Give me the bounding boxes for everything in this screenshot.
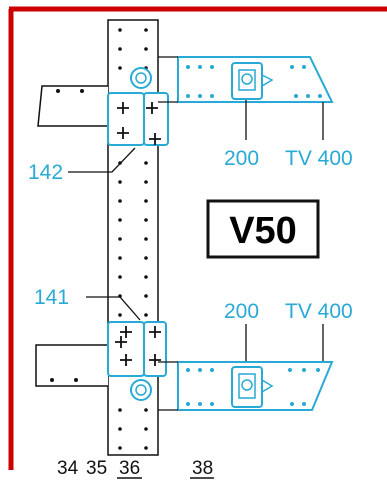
top-tv-bracket-holes [186,65,322,98]
post-hole [144,161,148,165]
post-hole [118,408,122,412]
top-tv-adapter-arrow [261,74,274,87]
hole-number-34: 34 [57,458,79,479]
bottom-round-clamp-inner [135,384,147,396]
post-hole [118,237,122,241]
top-dim-tv400-label: TV 400 [285,147,353,170]
post-hole [144,313,148,317]
post-hole [144,218,148,222]
post-hole [118,218,122,222]
callout-141-label: 141 [34,286,69,309]
post-hole [144,408,148,412]
bottom-tv-adapter-arrow [261,379,274,393]
hole-number-36: 36 [119,458,140,479]
callout-142-label: 142 [28,161,63,184]
bottom-left-bracket-hole [74,378,78,382]
post-hole [144,446,148,450]
bottom-left-bracket [35,344,108,387]
post-holes [118,28,148,450]
model-badge-label: V50 [229,210,297,252]
post-hole [118,275,122,279]
bottom-dim-tv400-label: TV 400 [285,300,353,323]
top-left-bracket-hole [56,89,60,93]
top-dim-200-label: 200 [224,147,259,170]
post-hole [144,237,148,241]
post-hole [118,256,122,260]
top-round-clamp-inner [135,72,147,84]
post-hole [118,47,122,51]
callout-141-leader [86,296,141,321]
top-mount-plate-left [107,92,145,146]
post-hole [118,180,122,184]
bottom-tv-adapter-knob [241,379,253,391]
post-hole [118,199,122,203]
post-hole [144,294,148,298]
post-hole [144,427,148,431]
post-hole [144,47,148,51]
post-hole [144,256,148,260]
post-hole [118,66,122,70]
post-hole [118,427,122,431]
top-left-bracket [37,85,108,127]
top-mount-plate-right [143,92,169,146]
bottom-tv-bracket-holes [186,368,320,406]
top-left-bracket-hole [80,89,84,93]
hole-number-35: 35 [86,458,107,479]
post-hole [144,180,148,184]
hole-number-38: 38 [192,458,213,479]
top-plate-crosses [117,102,161,145]
model-badge [206,199,320,259]
post-hole [144,275,148,279]
callout-142-leader [68,147,136,173]
post-hole [118,313,122,317]
post-hole [144,28,148,32]
post-hole [118,28,122,32]
bottom-dim-200-label: 200 [224,300,259,323]
post-hole [118,446,122,450]
bottom-plate-crosses [115,326,161,366]
top-tv-adapter-knob [241,73,253,85]
bottom-left-bracket-hole [50,378,54,382]
post-hole [144,199,148,203]
